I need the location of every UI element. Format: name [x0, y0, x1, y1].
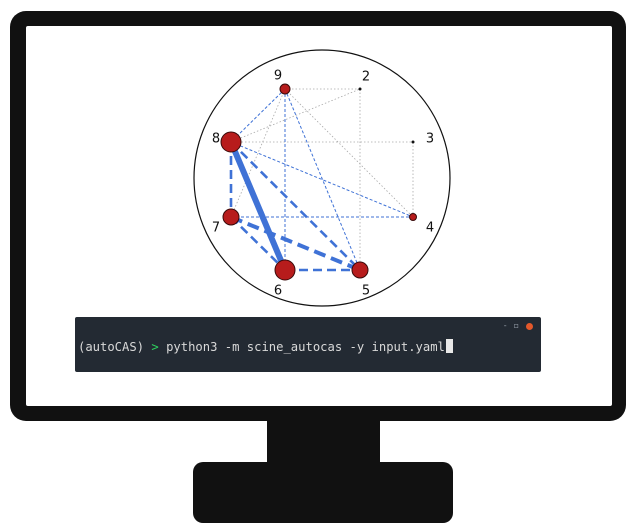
terminal-command-line[interactable]: (autoCAS) > python3 -m scine_autocas -y …	[78, 339, 453, 355]
terminal-window-controls: - ▫	[504, 322, 533, 330]
close-button[interactable]	[526, 322, 533, 330]
edge-8-6	[228, 140, 288, 272]
orbital-label-5: 5	[362, 284, 370, 299]
orbital-node-8	[220, 131, 242, 153]
edge-7-5	[230, 215, 361, 272]
orbital-node-6	[274, 259, 296, 281]
orbital-node-7	[222, 208, 240, 226]
edge-8-4	[230, 141, 414, 218]
orbital-node-4	[409, 213, 417, 221]
orbital-label-3: 3	[426, 132, 434, 147]
orbital-label-7: 7	[212, 221, 220, 236]
minimize-button[interactable]: -	[503, 321, 507, 330]
maximize-button[interactable]: ▫	[513, 321, 519, 330]
edge-9-8	[230, 88, 286, 143]
orbital-node-9	[279, 83, 291, 95]
monitor-stand-base	[193, 462, 453, 523]
edge-9-4	[284, 88, 414, 218]
monitor-stand-neck	[267, 419, 380, 467]
edge-9-7	[230, 88, 286, 218]
edge-9-5	[284, 88, 361, 271]
edge-8-5	[230, 141, 361, 271]
orbital-node-5	[351, 261, 369, 279]
orbital-label-9: 9	[274, 69, 282, 84]
label-layer: 9 2 3 4 5 6 7 8	[212, 69, 434, 299]
edge-8-2	[230, 88, 361, 143]
terminal-window[interactable]: - ▫ (autoCAS) > python3 -m scine_autocas…	[75, 317, 541, 372]
orbital-label-2: 2	[362, 70, 370, 85]
orbital-label-4: 4	[426, 221, 434, 236]
terminal-command-text: python3 -m scine_autocas -y input.yaml	[158, 340, 445, 354]
orbital-node-2	[358, 87, 362, 91]
orbital-label-6: 6	[274, 284, 282, 299]
diagram-circle	[193, 49, 451, 307]
prompt-arrow: >	[151, 340, 159, 354]
terminal-cursor	[445, 339, 453, 353]
edge-layer	[228, 88, 414, 272]
orbital-node-3	[411, 140, 415, 144]
node-layer	[220, 83, 417, 281]
orbital-label-8: 8	[212, 132, 220, 147]
edge-7-6	[230, 216, 286, 271]
terminal-env-label: (autoCAS)	[78, 340, 145, 354]
